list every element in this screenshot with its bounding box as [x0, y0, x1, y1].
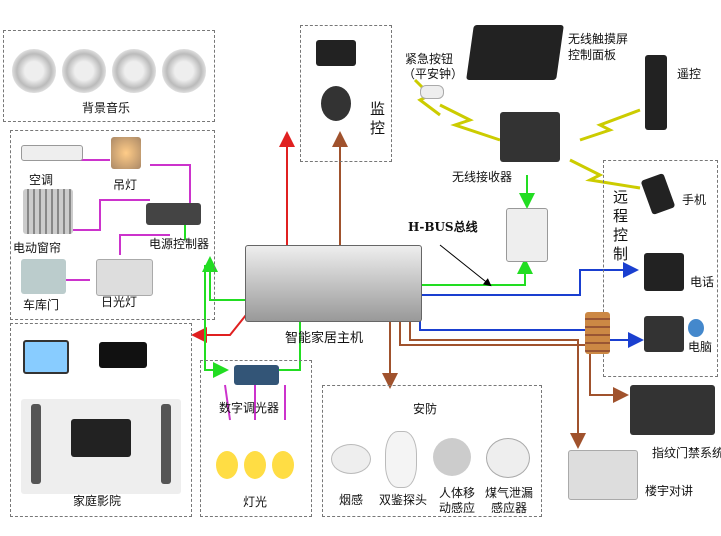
theater-label: 家庭影院 — [73, 494, 122, 508]
user-icon — [688, 319, 704, 337]
bulb-icon — [216, 451, 238, 479]
background-music-zone: 背景音乐 — [3, 30, 215, 122]
curtain-icon — [23, 189, 73, 234]
power-controller-label: 电源控制器 — [149, 237, 210, 251]
remote-zone-label: 远程控制 — [611, 189, 629, 265]
curtain-label: 电动窗帘 — [13, 241, 62, 255]
gas-label: 煤气泄漏 — [485, 486, 534, 500]
gas-sensor-icon — [486, 438, 530, 478]
speaker-icon — [12, 49, 56, 93]
monitoring-zone: 监控 — [300, 25, 392, 162]
air-conditioner-icon — [21, 145, 83, 161]
receiver-label: 无线接收器 — [452, 170, 513, 184]
music-label: 背景音乐 — [82, 101, 131, 115]
remote-control-icon — [645, 55, 667, 130]
motion-sensor-icon — [433, 438, 471, 476]
dimmer-icon — [234, 365, 279, 385]
appliance-zone: 空调 吊灯 电动窗帘 电源控制器 车库门 日光灯 — [10, 130, 215, 320]
speaker-icon — [162, 49, 206, 93]
bus-label: H-BUS总线 — [408, 220, 478, 234]
remote-label: 遥控 — [677, 67, 702, 81]
firewall-icon — [585, 312, 610, 354]
host-label: 智能家居主机 — [285, 331, 364, 346]
fingerprint-label: 指纹门禁系统 — [652, 446, 721, 460]
motion-label: 人体移 — [439, 486, 476, 500]
dual-detector-icon — [385, 431, 417, 488]
projector-screen-icon — [23, 340, 69, 374]
speaker-icon — [112, 49, 156, 93]
garage-door-icon — [21, 259, 66, 294]
chandelier-label: 吊灯 — [113, 178, 138, 192]
home-theater-zone: 家庭影院 — [10, 323, 192, 517]
camera-icon — [321, 86, 351, 121]
ac-label: 空调 — [29, 173, 54, 187]
panel-label-2: 控制面板 — [568, 48, 617, 62]
touch-panel-icon — [466, 25, 564, 80]
projector-icon — [99, 342, 147, 368]
panel-label: 无线触摸屏 — [568, 32, 629, 46]
phone-label: 手机 — [682, 193, 707, 207]
telephone-label: 电话 — [690, 275, 715, 289]
mobile-phone-icon — [640, 172, 676, 216]
tv-set-icon — [21, 399, 181, 494]
motion-label-2: 动感应 — [439, 501, 476, 515]
intercom-label: 楼宇对讲 — [645, 484, 694, 498]
security-zone: 安防 烟感 双鉴探头 人体移 动感应 煤气泄漏 感应器 — [322, 385, 542, 517]
bulb-icon — [244, 451, 266, 479]
speaker-icon — [62, 49, 106, 93]
bulb-icon — [272, 451, 294, 479]
dual-label: 双鉴探头 — [379, 493, 428, 507]
emergency-label-2: （平安钟） — [403, 67, 464, 81]
intercom-icon — [568, 450, 638, 500]
telephone-icon — [644, 253, 684, 291]
garage-label: 车库门 — [23, 298, 60, 312]
pc-label: 电脑 — [688, 340, 713, 354]
chandelier-icon — [111, 137, 141, 169]
security-label: 安防 — [413, 402, 438, 416]
dvr-icon — [316, 40, 356, 66]
monitor-label: 监控 — [368, 101, 386, 139]
fingerprint-access-icon — [630, 385, 715, 435]
laptop-icon — [644, 316, 684, 352]
lighting-label: 灯光 — [243, 495, 268, 509]
emergency-label: 紧急按钮 — [405, 52, 454, 66]
wireless-receiver-icon — [500, 112, 560, 162]
lighting-zone: 数字调光器 灯光 — [200, 360, 312, 517]
smoke-detector-icon — [331, 444, 371, 474]
fluorescent-lamp-icon — [96, 259, 153, 296]
emergency-button-icon — [420, 85, 444, 99]
remote-control-zone: 远程控制 手机 电话 电脑 — [603, 160, 718, 377]
wall-switch-icon — [506, 208, 548, 262]
gas-label-2: 感应器 — [491, 501, 528, 515]
smart-home-host — [245, 245, 422, 322]
fluorescent-label: 日光灯 — [101, 295, 138, 309]
power-controller-icon — [146, 203, 201, 225]
smoke-label: 烟感 — [339, 493, 364, 507]
dimmer-label: 数字调光器 — [219, 401, 280, 415]
